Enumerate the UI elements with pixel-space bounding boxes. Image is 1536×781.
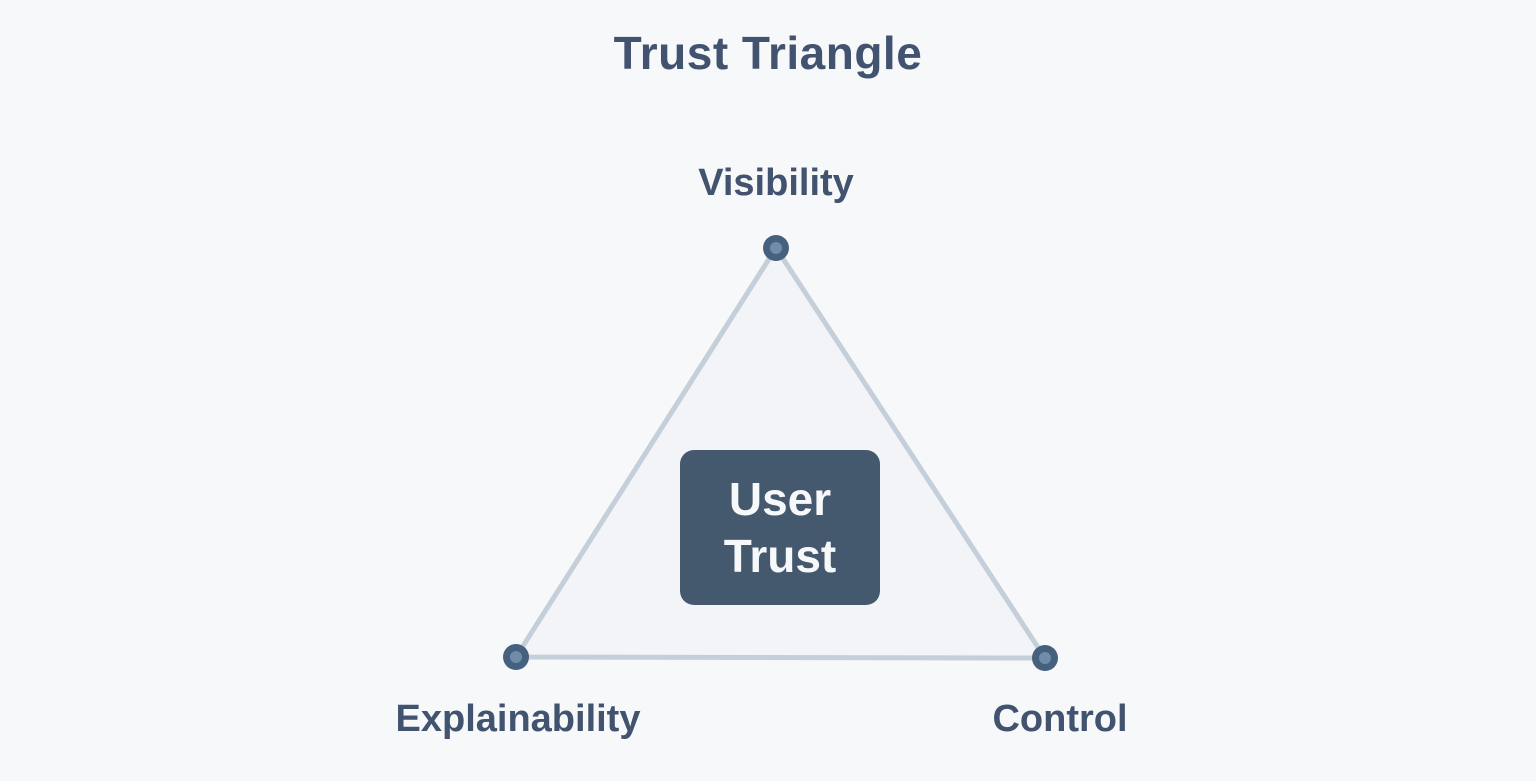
vertex-node-top xyxy=(763,235,789,261)
vertex-label-visibility: Visibility xyxy=(698,162,854,204)
vertex-node-bottom-left xyxy=(503,644,529,670)
user-trust-box: User Trust xyxy=(680,450,880,605)
vertex-node-bottom-right xyxy=(1032,645,1058,671)
diagram-title: Trust Triangle xyxy=(613,27,923,79)
user-trust-label-line1: User xyxy=(728,472,832,525)
vertex-label-control: Control xyxy=(992,698,1128,740)
user-trust-label-line2: Trust xyxy=(723,529,837,582)
vertex-label-explainability: Explainability xyxy=(395,698,641,740)
